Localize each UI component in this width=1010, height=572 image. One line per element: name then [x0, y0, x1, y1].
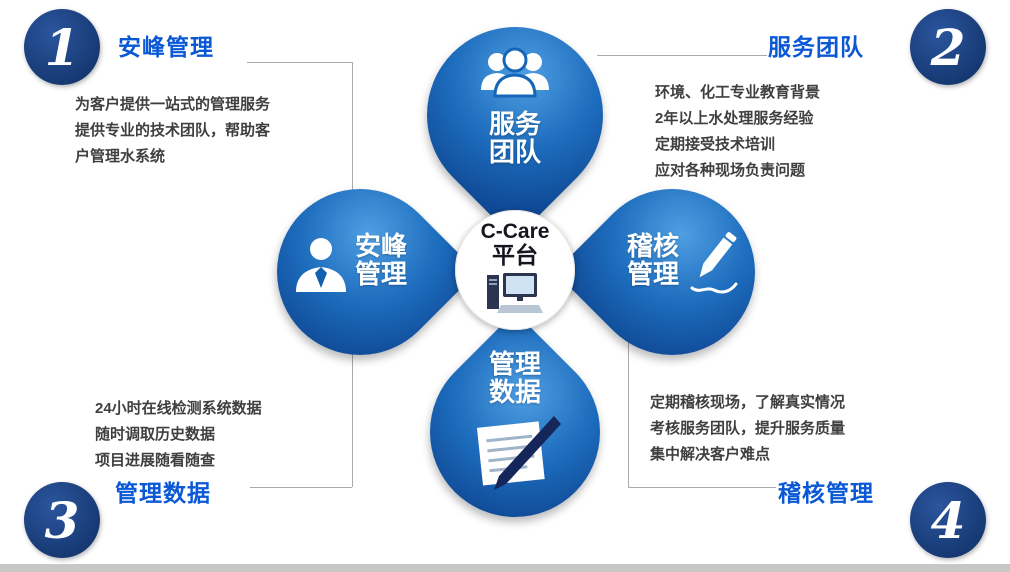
center-hub: C-Care 平台	[455, 210, 575, 330]
heading-audit-management: 稽核管理	[778, 480, 874, 506]
bottom-bar	[0, 564, 1010, 572]
heading-service-team: 服务团队	[768, 34, 864, 60]
text-line: 考核服务团队，提升服务质量	[650, 420, 846, 437]
text-line: 户管理水系统	[75, 148, 166, 165]
connector-line-3-horizontal	[250, 487, 352, 488]
text-line: 提供专业的技术团队，帮助客	[75, 122, 271, 139]
text-line: 定期稽核现场，了解真实情况	[650, 394, 846, 411]
connector-line-3-vertical	[352, 348, 353, 487]
petal-label-service-team: 服务 团队	[486, 110, 544, 166]
connector-line-1-vertical	[352, 62, 353, 194]
computer-icon	[485, 271, 545, 322]
petal-right-label-line1: 稽核	[626, 231, 679, 261]
petal-label-anfeng: 安峰 管理	[352, 232, 410, 288]
connector-line-4-vertical	[628, 340, 629, 487]
document-pen-icon	[468, 414, 562, 501]
heading-management-data: 管理数据	[115, 480, 211, 506]
corner-number-3-value: 3	[44, 490, 80, 550]
corner-number-2: 2	[910, 9, 986, 85]
petal-label-data: 管理 数据	[486, 350, 544, 406]
textblock-service-team: 环境、化工专业教育背景 2年以上水处理服务经验 定期接受技术培训 应对各种现场负…	[655, 80, 820, 184]
text-line: 应对各种现场负责问题	[655, 162, 806, 179]
pencil-icon	[686, 228, 742, 305]
text-line: 环境、化工专业教育背景	[655, 84, 821, 101]
connector-line-1-horizontal	[247, 62, 352, 63]
corner-number-4: 4	[910, 482, 986, 558]
corner-number-1-value: 1	[44, 17, 80, 77]
hub-subtitle: 平台	[492, 242, 538, 268]
petal-top-label-line1: 服务	[488, 109, 541, 139]
petal-label-audit: 稽核 管理	[624, 232, 682, 288]
corner-number-3: 3	[24, 482, 100, 558]
connector-line-2-horizontal	[597, 55, 767, 56]
hub-title: C-Care	[480, 220, 550, 243]
textblock-anfeng-management: 为客户提供一站式的管理服务 提供专业的技术团队，帮助客 户管理水系统	[75, 92, 270, 170]
petal-top-label-line2: 团队	[488, 137, 541, 167]
person-icon	[292, 236, 350, 301]
petal-right-label-line2: 管理	[626, 259, 679, 289]
text-line: 24小时在线检测系统数据	[95, 400, 262, 417]
team-icon	[477, 46, 553, 109]
petal-left-label-line1: 安峰	[354, 231, 407, 261]
text-line: 2年以上水处理服务经验	[655, 110, 814, 127]
textblock-management-data: 24小时在线检测系统数据 随时调取历史数据 项目进展随看随查	[95, 396, 262, 474]
corner-number-2-value: 2	[930, 17, 966, 77]
petal-bottom-label-line1: 管理	[488, 349, 541, 379]
petal-bottom-label-line2: 数据	[488, 377, 541, 407]
text-line: 随时调取历史数据	[95, 426, 216, 443]
heading-anfeng-management: 安峰管理	[118, 34, 214, 60]
text-line: 为客户提供一站式的管理服务	[75, 96, 271, 113]
text-line: 项目进展随看随查	[95, 452, 216, 469]
textblock-audit-management: 定期稽核现场，了解真实情况 考核服务团队，提升服务质量 集中解决客户难点	[650, 390, 845, 468]
text-line: 集中解决客户难点	[650, 446, 771, 463]
text-line: 定期接受技术培训	[655, 136, 776, 153]
connector-line-4-horizontal	[628, 487, 776, 488]
petal-left-label-line2: 管理	[354, 259, 407, 289]
corner-number-4-value: 4	[930, 490, 966, 550]
corner-number-1: 1	[24, 9, 100, 85]
